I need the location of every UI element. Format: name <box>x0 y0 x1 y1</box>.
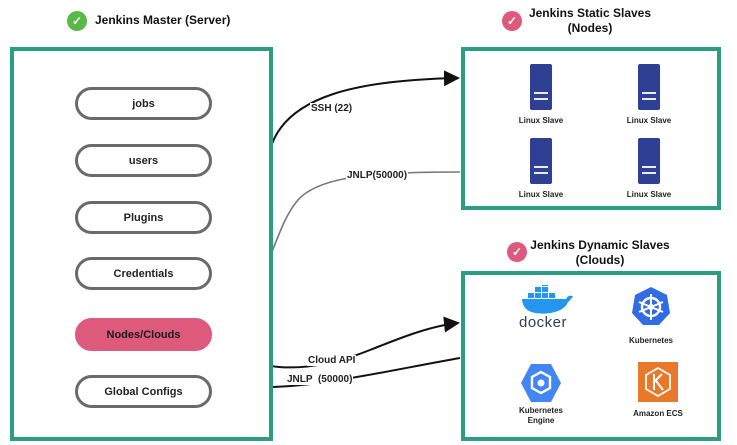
master-check-icon: ✓ <box>67 11 87 31</box>
jnlp-static-label: JNLP(50000) <box>346 170 409 181</box>
server-icon <box>530 64 552 110</box>
static-check-icon: ✓ <box>502 11 522 31</box>
static-node-3: Linux Slave <box>506 138 576 199</box>
ssh-label: SSH (22) <box>310 103 354 114</box>
dynamic-slaves-panel <box>461 271 721 441</box>
static-node-label: Linux Slave <box>626 116 672 125</box>
jnlp-dynamic-label: JNLP (50000) <box>286 374 354 385</box>
master-item-nodes-clouds[interactable]: Nodes/Clouds <box>75 318 212 351</box>
dynamic-title-line2: (Clouds) <box>575 253 625 267</box>
gke-label-line1: Kubernetes <box>518 406 563 415</box>
master-item-jobs[interactable]: jobs <box>75 87 212 120</box>
master-item-global-configs[interactable]: Global Configs <box>75 375 212 408</box>
dynamic-title: Jenkins Dynamic Slaves (Clouds) <box>525 238 675 268</box>
static-node-2: Linux Slave <box>614 64 684 125</box>
static-slaves-panel <box>461 47 721 210</box>
static-title: Jenkins Static Slaves (Nodes) <box>520 6 660 36</box>
docker-label: docker <box>519 314 568 331</box>
master-item-credentials[interactable]: Credentials <box>75 257 212 290</box>
cloud-api-label: Cloud API <box>307 355 357 366</box>
amazon-ecs-icon <box>638 362 678 402</box>
kubernetes-engine-icon <box>521 364 561 402</box>
kubernetes-engine-label: Kubernetes Engine <box>506 406 576 426</box>
static-title-line1: Jenkins Static Slaves <box>528 6 652 20</box>
gke-label-line2: Engine <box>527 416 555 425</box>
static-node-label: Linux Slave <box>518 116 564 125</box>
server-icon <box>638 64 660 110</box>
static-node-label: Linux Slave <box>518 190 564 199</box>
master-title: Jenkins Master (Server) <box>95 13 231 27</box>
static-node-label: Linux Slave <box>626 190 672 199</box>
server-icon <box>638 138 660 184</box>
static-title-line2: (Nodes) <box>567 21 613 35</box>
kubernetes-label: Kubernetes <box>628 336 673 345</box>
server-icon <box>530 138 552 184</box>
dynamic-title-line1: Jenkins Dynamic Slaves <box>530 238 670 252</box>
kubernetes-icon <box>632 287 670 325</box>
static-node-1: Linux Slave <box>506 64 576 125</box>
master-item-plugins[interactable]: Plugins <box>75 201 212 234</box>
amazon-ecs-label: Amazon ECS <box>633 409 683 418</box>
dynamic-check-icon: ✓ <box>507 242 527 262</box>
static-node-4: Linux Slave <box>614 138 684 199</box>
master-item-users[interactable]: users <box>75 144 212 177</box>
docker-whale-icon <box>522 285 573 314</box>
